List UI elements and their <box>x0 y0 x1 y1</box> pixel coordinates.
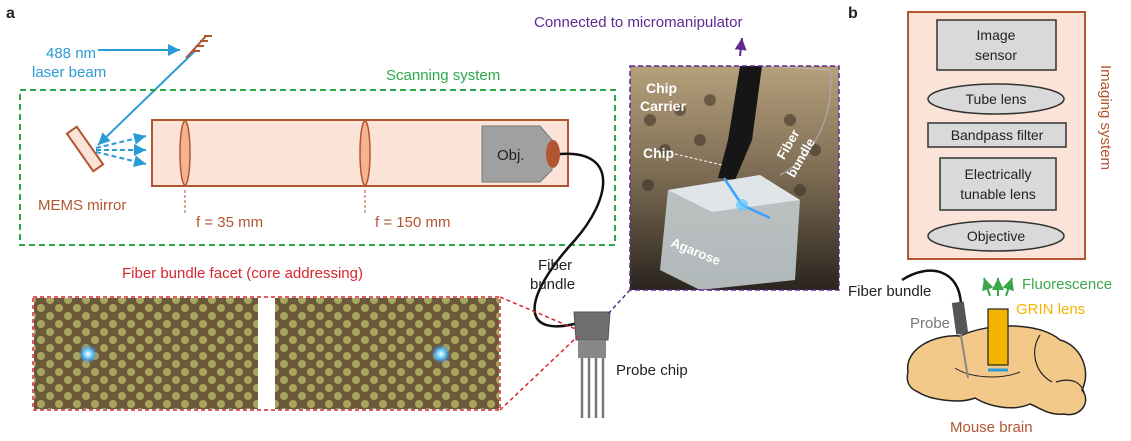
panel-a-label: a <box>6 5 15 22</box>
fiber-cable <box>533 152 605 328</box>
micromanipulator-arrow <box>734 37 747 57</box>
scanning-system-label: Scanning system <box>386 67 500 84</box>
grin-lens-label: GRIN lens <box>1016 301 1085 318</box>
objective-label: Obj. <box>497 147 525 164</box>
panel-b-label: b <box>848 5 858 22</box>
mems-mirror-label: MEMS mirror <box>38 197 126 214</box>
mems-mirror-icon <box>65 125 105 173</box>
bandpass-filter-box <box>927 122 1067 148</box>
chip-photo <box>630 65 839 290</box>
facet-image-right <box>275 298 499 409</box>
image-sensor-label-1: Image <box>977 27 1016 43</box>
scanned-beams <box>95 132 147 168</box>
lens2-focal-label: f = 150 mm <box>375 214 450 231</box>
probe-label: Probe <box>910 315 950 332</box>
facet-title: Fiber bundle facet (core addressing) <box>122 265 363 282</box>
brain-fold-1 <box>1034 334 1053 383</box>
etl-box <box>939 157 1057 211</box>
fold-mirror-icon <box>185 35 212 59</box>
probe-chip-icon <box>573 311 611 418</box>
fiber-bundle-b-label: Fiber bundle <box>848 283 931 300</box>
probe-shank <box>959 329 969 379</box>
fiber-bundle-cable-b <box>901 269 963 306</box>
lens-35mm-icon <box>179 120 191 186</box>
fiber-bundle-label-2: bundle <box>530 276 575 293</box>
facet-image-left <box>34 298 258 409</box>
brain-fold-3 <box>954 367 1021 378</box>
laser-beam-to-mems <box>97 49 197 146</box>
objective-icon <box>481 125 553 183</box>
facet-separator <box>258 298 275 409</box>
image-sensor-box <box>936 19 1057 71</box>
objective-b-icon <box>927 220 1065 252</box>
lens-150mm-icon <box>359 120 371 186</box>
probe-chip-label: Probe chip <box>616 362 688 379</box>
addressed-core-left <box>78 344 98 364</box>
facet-zoom-line-top <box>499 296 579 331</box>
tube-lens-icon <box>927 83 1065 115</box>
facet-zoom-line-bottom <box>499 335 579 411</box>
etl-label-2: tunable lens <box>960 186 1036 202</box>
objective-b-label: Objective <box>967 228 1026 244</box>
facet-box-outline <box>32 296 501 411</box>
scanning-system-box <box>19 89 616 246</box>
photo-chip-label: Chip <box>643 145 674 161</box>
bandpass-filter-label: Bandpass filter <box>951 127 1044 143</box>
fluorescence-label: Fluorescence <box>1022 276 1112 293</box>
photo-chip-leader <box>674 153 723 166</box>
etl-label-1: Electrically <box>965 166 1032 182</box>
grin-lens-icon <box>987 308 1009 366</box>
photo-chip-carrier-1: Chip <box>646 80 677 96</box>
laser-beam-label: laser beam <box>32 64 106 81</box>
tube-lens-label: Tube lens <box>966 91 1027 107</box>
photo-chip-carrier-2: Carrier <box>640 98 686 114</box>
image-sensor-label-2: sensor <box>975 47 1017 63</box>
lens1-focal-label: f = 35 mm <box>196 214 263 231</box>
laser-wavelength-label: 488 nm <box>46 45 96 62</box>
fluorescence-arrows <box>982 277 1014 297</box>
photo-link-line <box>605 289 631 317</box>
micromanipulator-label: Connected to micromanipulator <box>534 14 742 31</box>
probe-body <box>951 301 969 335</box>
addressed-core-right <box>431 344 451 364</box>
fiber-bundle-label-1: Fiber <box>538 257 572 274</box>
brain-fold-2 <box>1055 379 1085 393</box>
objective-tip <box>546 140 560 168</box>
mouse-brain-label: Mouse brain <box>950 419 1033 436</box>
photo-frame <box>629 65 840 291</box>
imaging-system-label: Imaging system <box>1097 65 1114 170</box>
